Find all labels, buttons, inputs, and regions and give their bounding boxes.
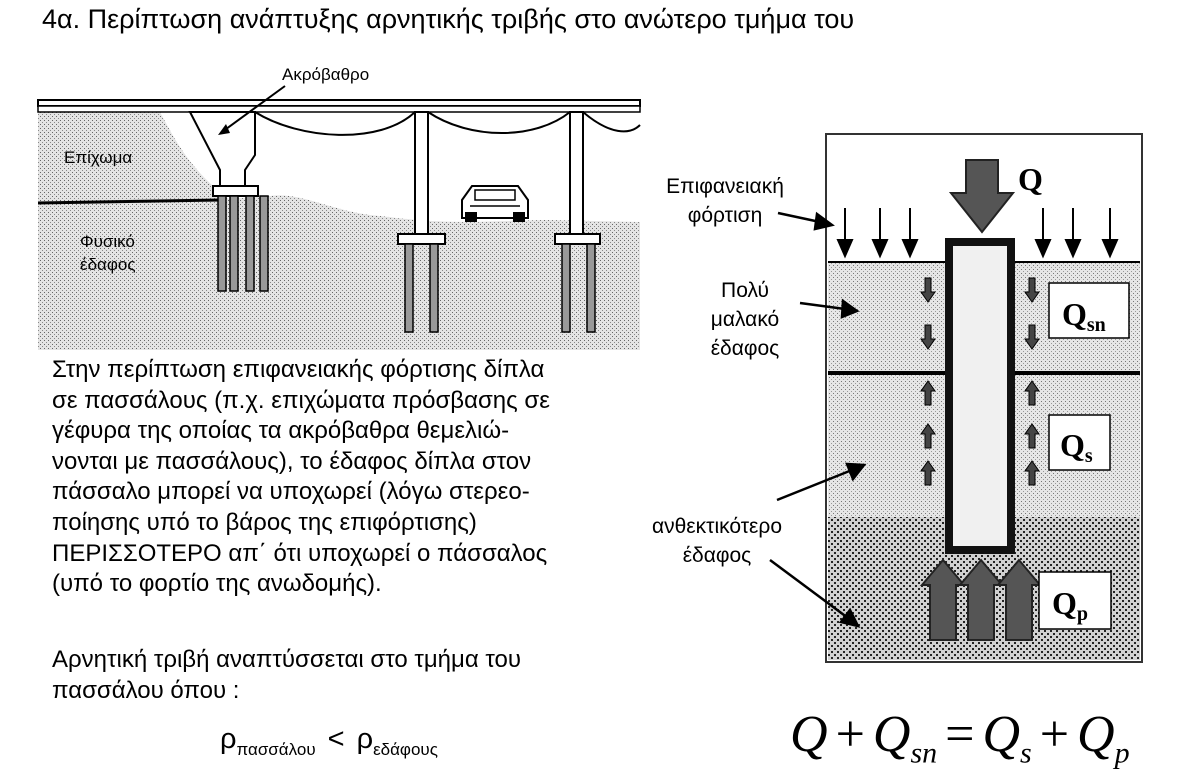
natural-soil-label-2: έδαφος: [80, 255, 136, 274]
abutment: [188, 111, 256, 189]
equilibrium-equation: Q+Qsn=Qs+Qp: [790, 706, 1130, 770]
pier-column-2: [569, 111, 584, 235]
paragraph-line: ΠΕΡΙΣΣΟΤΕΡΟ απ΄ ότι υποχωρεί ο πάσσαλος: [52, 539, 548, 567]
load-Q-arrow: [948, 159, 1016, 234]
label-arrows: [769, 211, 867, 628]
pier-piles: [404, 243, 596, 333]
car-icon: [461, 185, 529, 222]
pile: [953, 246, 1007, 546]
pier-cap-1: [397, 233, 446, 245]
pier-column-1: [414, 111, 429, 235]
positive-friction-arrows: [920, 380, 1040, 486]
natural-soil-label-1: Φυσικό: [80, 232, 135, 251]
Qsn-box: [1048, 282, 1130, 339]
paragraph2-line: Αρνητική τριβή αναπτύσσεται στο τμήμα το…: [52, 646, 521, 673]
Qsn-label: Qsn: [1062, 296, 1106, 336]
bridge-deck-lower: [37, 105, 641, 113]
settlement-inequality: ρπασσάλου<ρεδάφους: [220, 723, 438, 759]
abutment-label-arrow: [221, 85, 286, 133]
surface-load-label: Επιφανειακή φόρτιση: [666, 175, 784, 227]
paragraph-line: (υπό το φορτίο της ανωδομής).: [52, 570, 382, 598]
Qp-label: Qp: [1052, 585, 1088, 625]
bridge-diagram: Ακρόβαθρο Επίχωμα Φυσικό έδαφος: [37, 65, 641, 350]
pile-diagram: Q Qsn Qs Qp: [769, 133, 1143, 663]
negative-friction-arrows: [920, 277, 1040, 350]
bridge-arches: [254, 111, 641, 136]
abutment-label: Ακρόβαθρο: [282, 65, 369, 84]
paragraph-line: Στην περίπτωση επιφανειακής φόρτισης δίπ…: [52, 356, 545, 383]
stiff-soil-label: ανθεκτικότερο έδαφος: [651, 515, 783, 567]
paragraph-line: σε πασσάλους (π.χ. επιχώματα πρόσβασης σ…: [52, 386, 550, 414]
condition-paragraph: Αρνητική τριβή αναπτύσσεται στο τμήμα το…: [52, 645, 521, 706]
ground-line: [37, 198, 221, 205]
tip-resistance-arrows: [919, 558, 1043, 641]
fill-label: Επίχωμα: [64, 148, 132, 167]
paragraph-line: νονται με πασσάλους), το έδαφος δίπλα στ…: [52, 447, 532, 475]
embankment-fill: [38, 112, 230, 205]
Qp-box: [1038, 571, 1112, 630]
abutment-piles: [217, 195, 269, 292]
surface-load-arrows: [836, 208, 1119, 259]
soft-soil-label: Πολύ μαλακό έδαφος: [710, 279, 780, 360]
paragraph-line: ποίησης υπό το βάρος της επιφόρτισης): [52, 508, 477, 536]
load-Q-label: Q: [1018, 161, 1043, 197]
slide-title: 4α. Περίπτωση ανάπτυξης αρνητικής τριβής…: [42, 4, 855, 34]
abutment-cap: [212, 185, 259, 197]
Qs-box: [1048, 414, 1111, 471]
paragraph-line: γέφυρα της οποίας τα ακρόβαθρα θεμελιώ-: [52, 417, 510, 445]
explanation-paragraph: Στην περίπτωση επιφανειακής φόρτισης δίπ…: [52, 355, 652, 600]
Qs-label: Qs: [1060, 427, 1093, 467]
paragraph2-line: πασσάλου όπου :: [52, 676, 240, 704]
natural-soil: [38, 195, 640, 350]
pier-cap-2: [554, 233, 601, 245]
bridge-deck: [37, 99, 641, 107]
paragraph-line: πάσσαλο μπορεί να υποχωρεί (λόγω στερεο-: [52, 478, 530, 506]
